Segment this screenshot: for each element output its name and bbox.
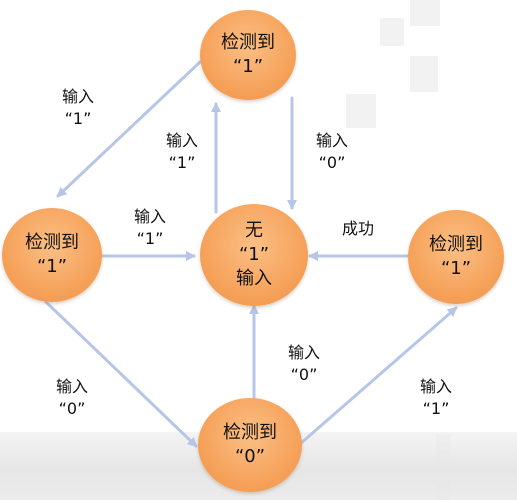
- background-tile: [436, 434, 450, 500]
- edge-label-line: 成功: [341, 219, 374, 238]
- background-tile: [410, 56, 438, 92]
- edge-top-to-left: [56, 60, 202, 198]
- edge-label-line: 输入: [55, 377, 88, 396]
- edge-label-line: “1”: [64, 109, 92, 128]
- edge-label-top-to-center: 输入 “0”: [300, 130, 364, 174]
- edge-label-right-to-center: 成功: [328, 218, 388, 240]
- node-text-line: 检测到: [223, 422, 277, 443]
- node-text-line: 无: [245, 220, 263, 241]
- edge-left-to-bottom: [44, 300, 198, 448]
- node-text-line: “1”: [36, 256, 68, 277]
- state-node-right: 检测到 “1”: [408, 210, 504, 304]
- edge-label-line: 输入: [287, 343, 320, 362]
- edge-label-top-to-left: 输入 “1”: [46, 86, 110, 130]
- node-text-line: “1”: [440, 258, 472, 279]
- background-tile: [380, 18, 404, 46]
- edge-label-line: “0”: [58, 399, 86, 418]
- edge-label-line: “1”: [422, 399, 450, 418]
- edge-label-center-to-top: 输入 “1”: [150, 130, 214, 174]
- background-tile: [410, 0, 440, 26]
- state-node-center: 无 “1” 输入: [200, 204, 308, 306]
- edge-label-line: 输入: [133, 207, 166, 226]
- edge-label-line: “0”: [290, 365, 318, 384]
- edge-label-left-to-bottom: 输入 “0”: [40, 376, 104, 420]
- edge-label-bottom-to-center: 输入 “0”: [272, 342, 336, 386]
- edge-label-bottom-to-right: 输入 “1”: [404, 376, 468, 420]
- node-text-line: “1”: [232, 56, 264, 77]
- edge-bottom-to-right: [298, 306, 458, 446]
- edge-label-line: “1”: [168, 153, 196, 172]
- background-tile: [346, 94, 376, 128]
- node-text-line: 检测到: [429, 234, 483, 255]
- edge-label-line: “1”: [136, 229, 164, 248]
- node-text-line: 检测到: [25, 232, 79, 253]
- edge-label-line: 输入: [165, 131, 198, 150]
- edge-label-line: “0”: [318, 153, 346, 172]
- edge-label-line: 输入: [419, 377, 452, 396]
- edge-label-line: 输入: [61, 87, 94, 106]
- node-text-line: “1”: [238, 244, 270, 265]
- state-node-bottom: 检测到 “0”: [198, 398, 302, 492]
- node-text-line: 检测到: [221, 32, 275, 53]
- node-text-line: 输入: [236, 268, 272, 289]
- state-node-top: 检测到 “1”: [200, 10, 296, 100]
- node-text-line: “0”: [234, 446, 266, 467]
- state-node-left: 检测到 “1”: [2, 208, 102, 302]
- edge-label-left-to-center: 输入 “1”: [118, 206, 182, 250]
- edge-label-line: 输入: [315, 131, 348, 150]
